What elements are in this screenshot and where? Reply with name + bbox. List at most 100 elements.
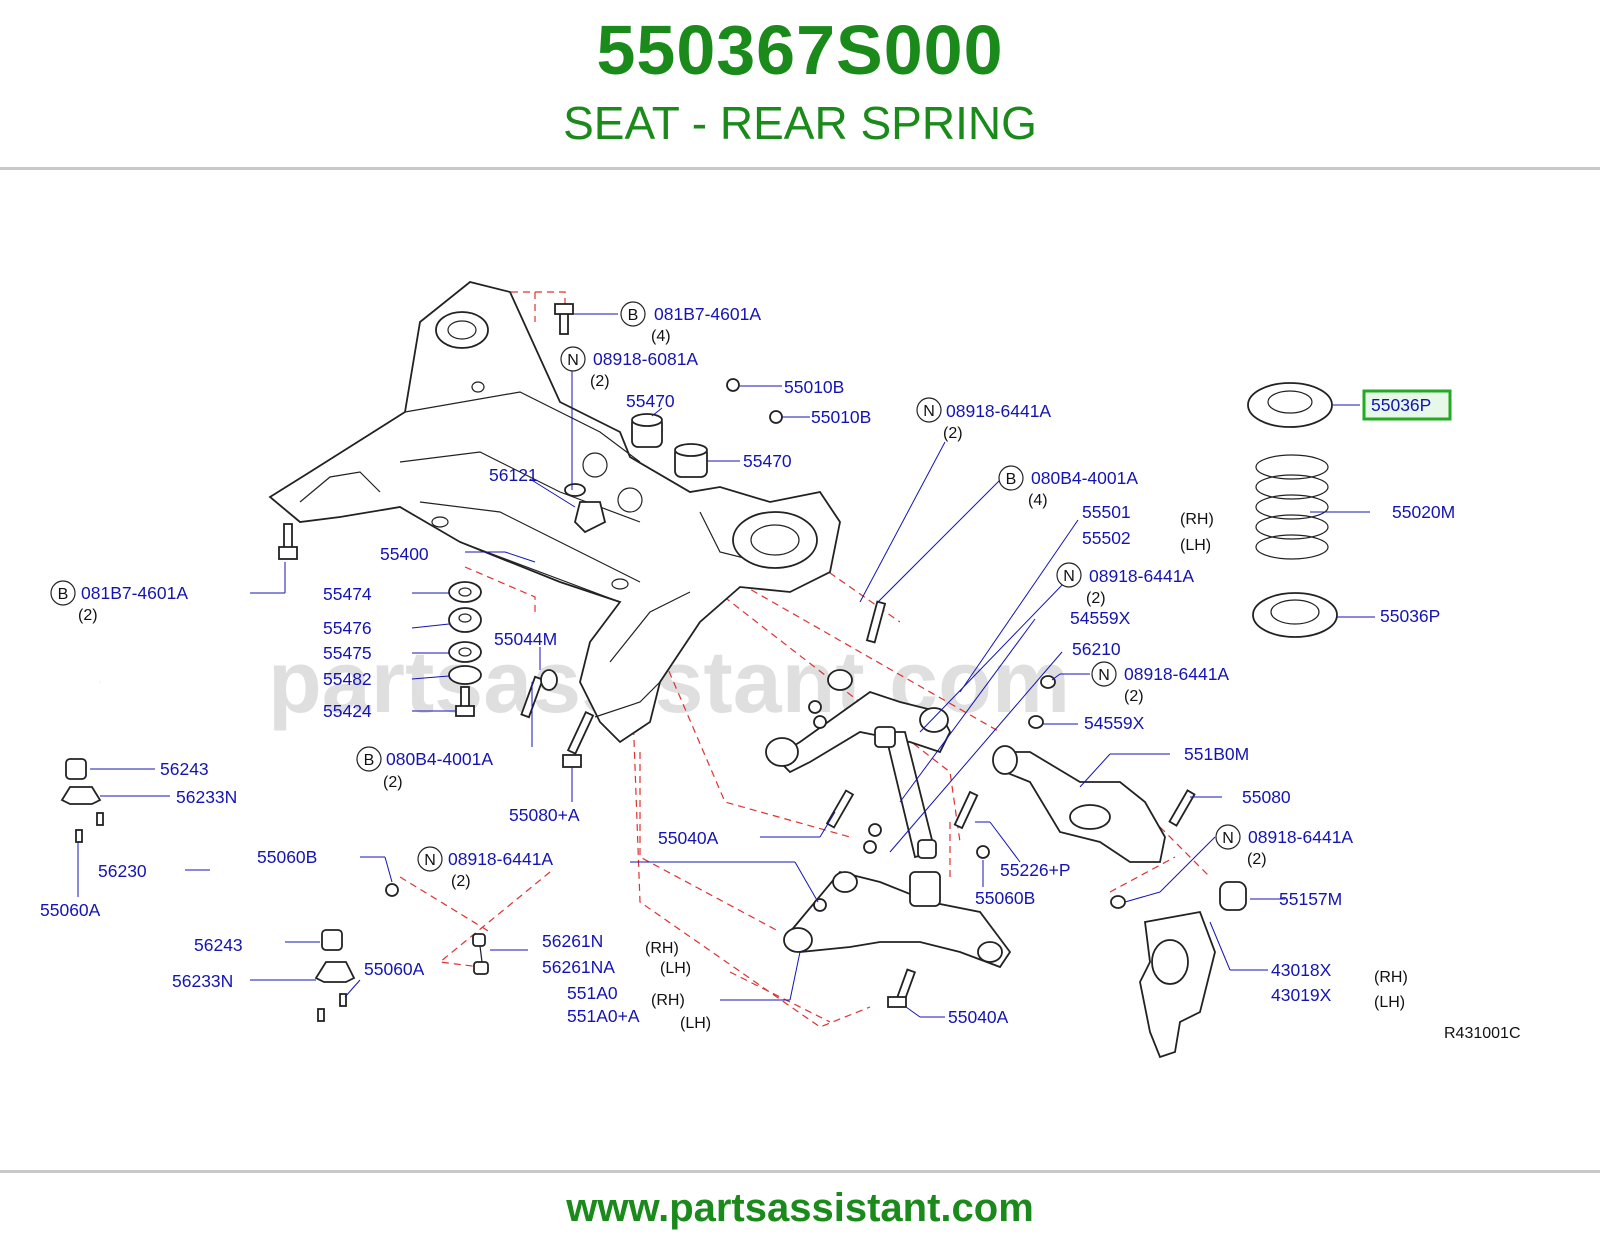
callout-551a0a[interactable]: 551A0+A [567, 1006, 640, 1026]
callout-08918-6441a-upper[interactable]: 08918-6441A [946, 401, 1051, 421]
callout-55482[interactable]: 55482 [323, 669, 372, 689]
coil-spring [1255, 454, 1329, 560]
side-43019x: (LH) [1374, 994, 1405, 1011]
exploded-parts-diagram: partsassistant.com [40, 281, 1521, 1059]
callout-080b4-4001a-upper[interactable]: 080B4-4001A [1031, 468, 1138, 488]
callout-55476[interactable]: 55476 [323, 618, 372, 638]
bolt-55060a-upper [75, 829, 83, 843]
lower-link-551b0m [992, 745, 1166, 863]
badge-b-29: B [356, 746, 382, 772]
callout-55475[interactable]: 55475 [323, 643, 372, 663]
callout-56121[interactable]: 56121 [489, 465, 538, 485]
callout-55060a-lower[interactable]: 55060A [364, 959, 425, 979]
bolt-55060a-lower [317, 1008, 325, 1022]
callout-56261na[interactable]: 56261NA [542, 957, 615, 977]
nut-08918-knuckle [1110, 895, 1126, 909]
callout-55010b-a[interactable]: 55010B [784, 377, 844, 397]
callout-55424[interactable]: 55424 [323, 701, 372, 721]
callout-08918-6441a-link[interactable]: 08918-6441A [448, 849, 553, 869]
callout-56233n-upper[interactable]: 56233N [176, 787, 237, 807]
callout-56261n[interactable]: 56261N [542, 931, 603, 951]
callout-43018x[interactable]: 43018X [1271, 960, 1332, 980]
nut-55010b-a [726, 378, 740, 392]
callout-43019x[interactable]: 43019X [1271, 985, 1332, 1005]
mount-stack [448, 581, 482, 717]
callout-56243-lower[interactable]: 56243 [194, 935, 243, 955]
callout-56230[interactable]: 56230 [98, 861, 147, 881]
svg-text:N: N [567, 352, 579, 369]
badge-b-16: B [50, 580, 76, 606]
svg-text:N: N [424, 852, 436, 869]
callout-55501[interactable]: 55501 [1082, 502, 1131, 522]
badge-b-9: B [998, 465, 1024, 491]
callout-55080[interactable]: 55080 [1242, 787, 1291, 807]
callout-55470-upper[interactable]: 55470 [626, 391, 675, 411]
member-bushing-lower [674, 443, 708, 478]
nut-08918-upper-b [813, 715, 827, 729]
assembly-dashed-lines [399, 291, 1211, 1028]
callout-55010b-b[interactable]: 55010B [811, 407, 871, 427]
callout-08918-6441a-right[interactable]: 08918-6441A [1124, 664, 1229, 684]
side-55501: (RH) [1180, 511, 1214, 528]
callout-08918-6081a[interactable]: 08918-6081A [593, 349, 698, 369]
badge-b-1: B [620, 301, 646, 327]
callout-55040a-lower[interactable]: 55040A [948, 1007, 1009, 1027]
callout-55060b-bar[interactable]: 55060B [257, 847, 317, 867]
callout-551b0m[interactable]: 551B0M [1184, 744, 1249, 764]
callout-55470-lower[interactable]: 55470 [743, 451, 792, 471]
callout-55060b-arm[interactable]: 55060B [975, 888, 1035, 908]
qty-080b4-upper: (4) [1028, 492, 1048, 509]
rear-suspension-member [268, 281, 841, 744]
side-551a0: (RH) [651, 992, 685, 1009]
svg-text:B: B [58, 586, 69, 603]
callout-55502[interactable]: 55502 [1082, 528, 1131, 548]
callout-56233n-lower[interactable]: 56233N [172, 971, 233, 991]
callout-55157m[interactable]: 55157M [1279, 889, 1342, 909]
callout-55040a-upper[interactable]: 55040A [658, 828, 719, 848]
callout-55020m[interactable]: 55020M [1392, 502, 1455, 522]
nut-55060b-bar [385, 883, 399, 897]
footer-divider [0, 1170, 1600, 1173]
callout-54559x-lower[interactable]: 54559X [1084, 713, 1145, 733]
qty-08918-6441a-mid: (2) [1086, 590, 1106, 607]
callout-55474[interactable]: 55474 [323, 584, 372, 604]
stabilizer-bar [68, 679, 423, 934]
qty-08918-6441a-link: (2) [451, 873, 471, 890]
badge-n-15: N [1056, 562, 1082, 588]
callout-55080a[interactable]: 55080+A [509, 805, 580, 825]
callout-55036p-upper[interactable]: 55036P [1371, 395, 1431, 415]
qty-081b7-top: (4) [651, 328, 671, 345]
callout-551a0[interactable]: 551A0 [567, 983, 618, 1003]
side-55502: (LH) [1180, 537, 1211, 554]
knuckle-bushing [1219, 881, 1247, 911]
svg-text:B: B [1006, 471, 1017, 488]
callout-55226p[interactable]: 55226+P [1000, 860, 1071, 880]
side-551a0a: (LH) [680, 1015, 711, 1032]
callout-08918-6441a-mid[interactable]: 08918-6441A [1089, 566, 1194, 586]
callout-081b7-4601a-left[interactable]: 081B7-4601A [81, 583, 188, 603]
qty-08918-6081a: (2) [590, 373, 610, 390]
rear-axle-housing-knuckle [1139, 910, 1216, 1059]
lower-arm-551a0 [783, 870, 1012, 969]
callout-081b7-4601a-top[interactable]: 081B7-4601A [654, 304, 761, 324]
bolt-55060a-lower-b [339, 993, 347, 1007]
callout-56210[interactable]: 56210 [1072, 639, 1121, 659]
callout-56243-upper[interactable]: 56243 [160, 759, 209, 779]
nut-55010b-b [769, 410, 783, 424]
bolt-081b7-left [278, 523, 298, 560]
callout-55400[interactable]: 55400 [380, 544, 429, 564]
callout-55060a-upper[interactable]: 55060A [40, 900, 101, 920]
callout-080b4-4001a-left[interactable]: 080B4-4001A [386, 749, 493, 769]
callout-55036p-lower[interactable]: 55036P [1380, 606, 1440, 626]
callout-54559x-upper[interactable]: 54559X [1070, 608, 1131, 628]
nut-55080-a [868, 823, 882, 837]
callout-55044m[interactable]: 55044M [494, 629, 557, 649]
svg-text:B: B [628, 307, 639, 324]
highlight-box-55036p [1362, 389, 1452, 421]
website-link[interactable]: www.partsassistant.com [566, 1186, 1034, 1230]
bolt-55226p [953, 790, 979, 830]
qty-08918-6441a-right: (2) [1124, 688, 1144, 705]
nut-54559x-b [1028, 715, 1044, 729]
stabilizer-bushing-upper [65, 758, 87, 780]
callout-08918-6441a-knuckle[interactable]: 08918-6441A [1248, 827, 1353, 847]
